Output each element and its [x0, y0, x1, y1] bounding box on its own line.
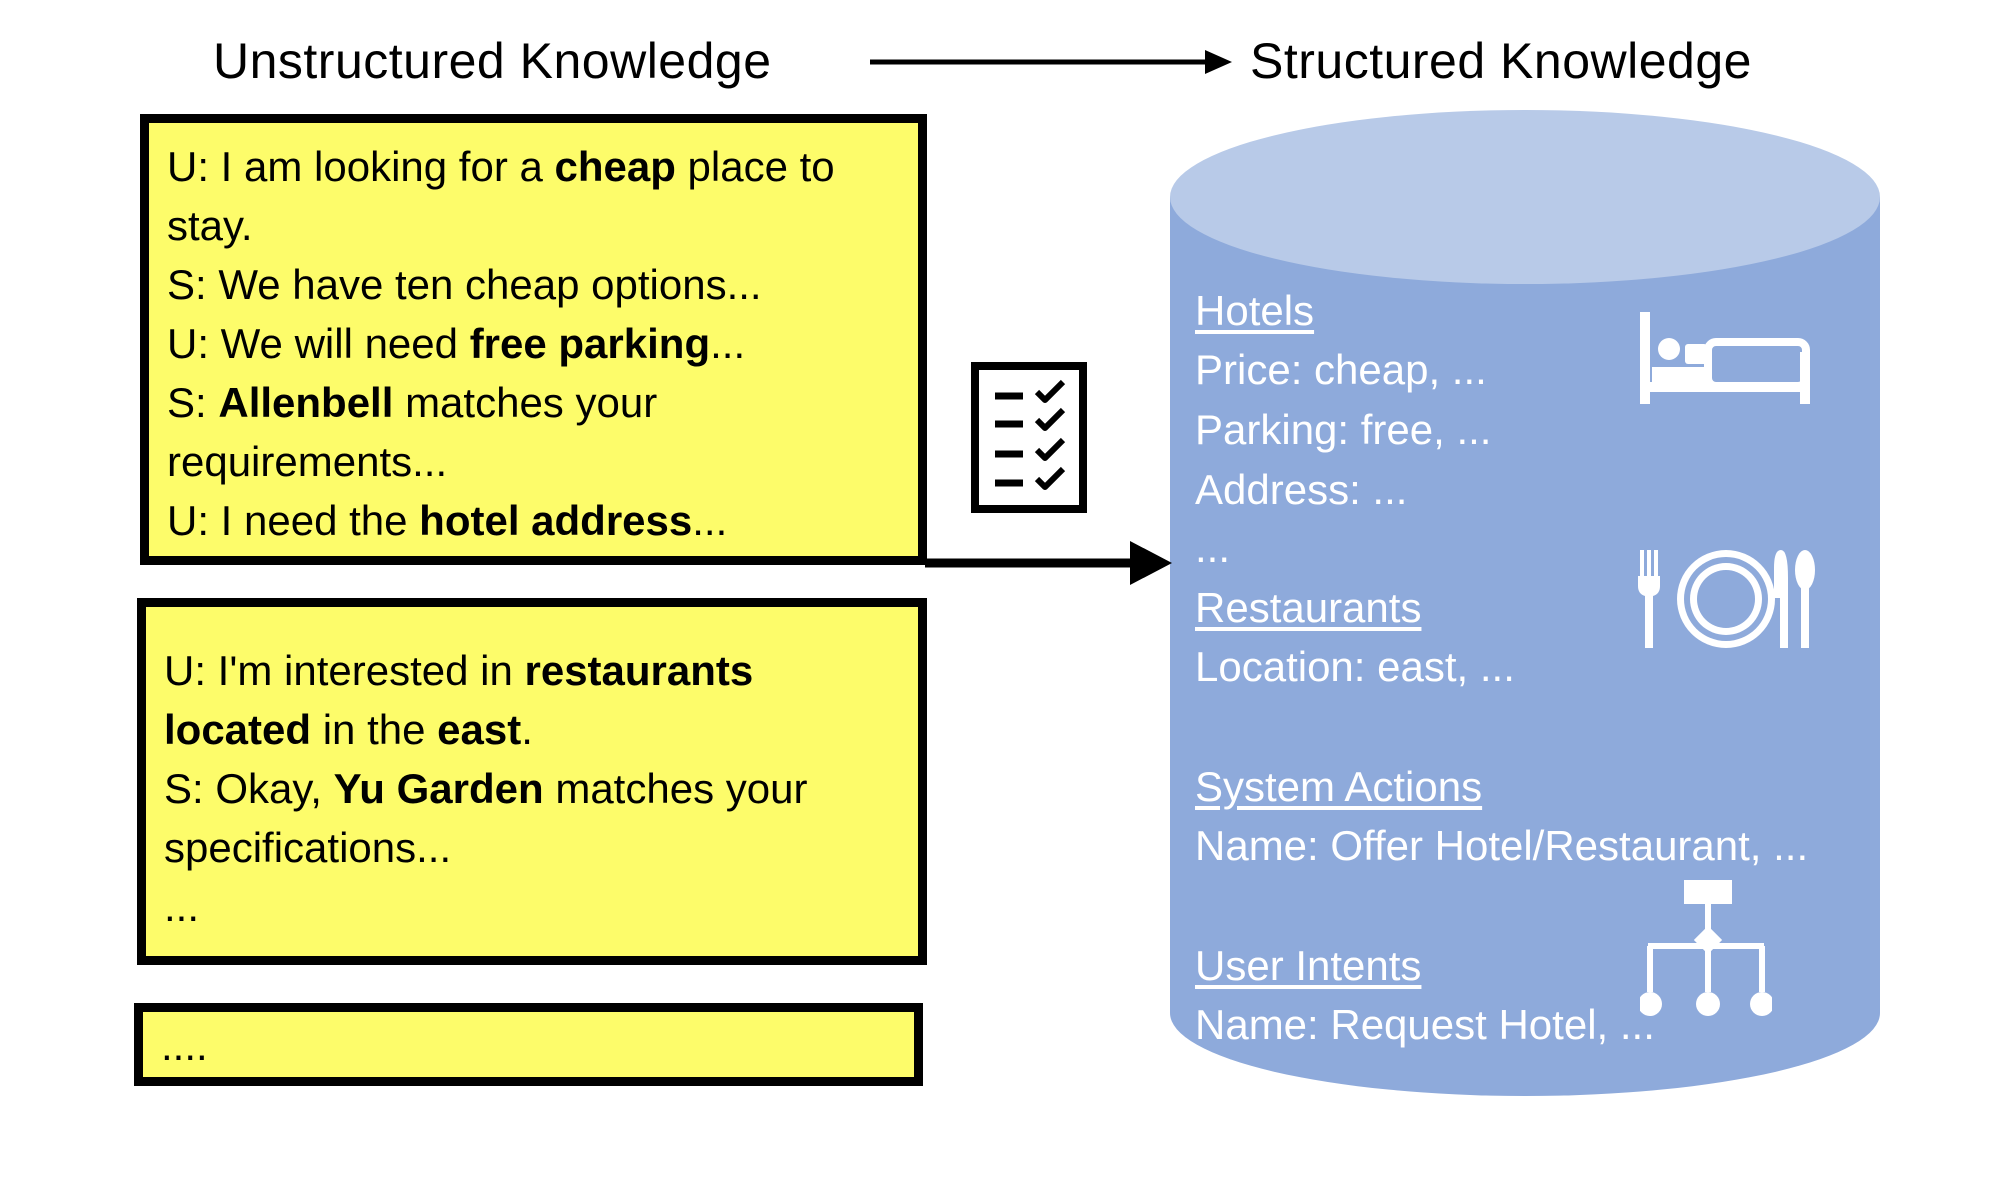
dialogue-text: S: Okay, — [164, 765, 334, 812]
checklist-icon — [971, 362, 1087, 513]
dialogue-line: U: I need the hotel address... — [167, 491, 900, 550]
dialogue-box-more: .... — [134, 1003, 923, 1086]
user-intents-title: User Intents — [1195, 942, 1422, 989]
dialogue-text: ... — [692, 497, 728, 544]
dialogue-text: U: We will need — [167, 320, 470, 367]
highlighted-term: hotel address — [419, 497, 693, 544]
dialogue-line: ... — [164, 877, 900, 936]
structured-knowledge-heading: Structured Knowledge — [1250, 33, 1752, 89]
hotels-price: Price: cheap, ... — [1195, 346, 1487, 393]
dialogue-line: U: I am looking for a cheap place to sta… — [167, 137, 900, 255]
dialogue-line: S: We have ten cheap options... — [167, 255, 900, 314]
dialogue-text: S: — [167, 379, 219, 426]
dialogue-text: . — [521, 706, 533, 753]
plate-cutlery-icon — [1638, 550, 1815, 648]
dialogue-text: ... — [710, 320, 746, 367]
dialogue-text: U: I need the — [167, 497, 420, 544]
highlighted-term: east — [437, 706, 522, 753]
restaurants-location: Location: east, ... — [1195, 643, 1515, 690]
highlighted-term: cheap — [554, 143, 676, 190]
hotels-more: ... — [1195, 524, 1231, 571]
restaurants-title: Restaurants — [1195, 584, 1422, 631]
unstructured-knowledge-heading: Unstructured Knowledge — [213, 33, 772, 89]
bed-icon — [1640, 312, 1810, 404]
dialogue-box-restaurant: U: I'm interested in restaurants located… — [137, 598, 927, 965]
system-actions-title: System Actions — [1195, 763, 1483, 810]
dialogue-line: S: Okay, Yu Garden matches your specific… — [164, 759, 900, 877]
dialogue-line: U: I'm interested in restaurants located… — [164, 641, 900, 759]
dialogue-text: S: We have ten cheap options... — [167, 261, 762, 308]
hotels-title: Hotels — [1195, 287, 1315, 334]
dialogue-line: .... — [161, 1016, 896, 1075]
dialogue-text: matches your requirements... — [167, 379, 658, 485]
highlighted-term: Allenbell — [218, 379, 394, 426]
hierarchy-icon — [1640, 880, 1772, 1016]
dialogue-text: place to stay. — [167, 143, 835, 249]
dialogue-line: S: Allenbell matches your requirements..… — [167, 373, 900, 491]
dialogue-text: U: I'm interested in — [164, 647, 525, 694]
hotels-parking: Parking: free, ... — [1195, 406, 1492, 453]
dialogue-text: .... — [161, 1022, 208, 1069]
top-arrow — [870, 50, 1232, 74]
connector-arrow — [925, 541, 1172, 585]
highlighted-term: free parking — [469, 320, 711, 367]
dialogue-text: ... — [164, 883, 200, 930]
dialogue-text: matches your specifications... — [164, 765, 808, 871]
dialogue-text: in the — [311, 706, 438, 753]
database-cylinder — [1170, 110, 1880, 1096]
hotels-address: Address: ... — [1195, 466, 1408, 513]
system-actions-name: Name: Offer Hotel/Restaurant, ... — [1195, 822, 1809, 869]
dialogue-line: U: We will need free parking... — [167, 314, 900, 373]
highlighted-term: restaurants located — [164, 647, 754, 753]
user-intents-name: Name: Request Hotel, ... — [1195, 1001, 1655, 1048]
dialogue-box-hotel: U: I am looking for a cheap place to sta… — [140, 114, 927, 565]
highlighted-term: Yu Garden — [333, 765, 544, 812]
dialogue-text: U: I am looking for a — [167, 143, 555, 190]
